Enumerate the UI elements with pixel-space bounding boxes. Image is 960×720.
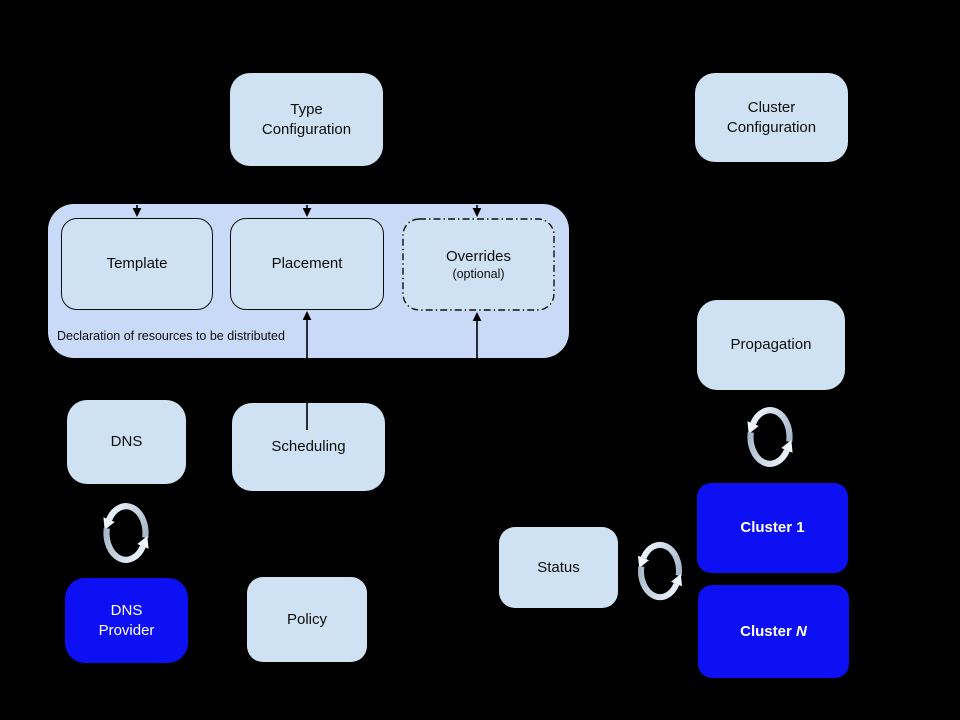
overrides-sublabel: (optional)	[452, 266, 505, 281]
policy-label: Policy	[286, 610, 327, 628]
cluster-1-box: Cluster 1	[697, 483, 848, 573]
sync-icon	[742, 398, 798, 476]
cluster-n-box: Cluster N	[698, 585, 849, 678]
cluster-configuration-label: Cluster Configuration	[726, 99, 817, 136]
scheduling-box: Scheduling	[232, 403, 385, 491]
dns-provider-label: DNS Provider	[98, 602, 155, 639]
sync-icon	[93, 494, 159, 572]
cluster-n-italic-n: N	[796, 622, 807, 640]
overrides-label: Overrides	[445, 248, 512, 266]
overrides-box: Overrides (optional)	[402, 218, 555, 311]
placement-box: Placement	[230, 218, 384, 310]
cluster-n-label: Cluster N	[740, 622, 807, 642]
scheduling-label: Scheduling	[271, 438, 346, 456]
type-configuration-label: Type Configuration	[261, 101, 352, 138]
group-caption: Declaration of resources to be distribut…	[57, 329, 285, 343]
propagation-label: Propagation	[730, 336, 812, 354]
dns-box: DNS	[67, 400, 186, 484]
template-label: Template	[106, 255, 168, 273]
status-box: Status	[499, 527, 618, 608]
dns-provider-box: DNS Provider	[65, 578, 188, 663]
policy-box: Policy	[247, 577, 367, 662]
cluster-configuration-box: Cluster Configuration	[695, 73, 848, 162]
placement-label: Placement	[271, 255, 343, 273]
cluster-n-prefix: Cluster	[740, 622, 796, 640]
template-box: Template	[61, 218, 213, 310]
overrides-dashdot-border	[402, 218, 555, 311]
type-configuration-box: Type Configuration	[230, 73, 383, 166]
dns-label: DNS	[110, 433, 143, 451]
status-label: Status	[537, 558, 580, 576]
propagation-box: Propagation	[697, 300, 845, 390]
sync-icon	[632, 533, 688, 609]
cluster-1-label: Cluster 1	[740, 519, 805, 537]
